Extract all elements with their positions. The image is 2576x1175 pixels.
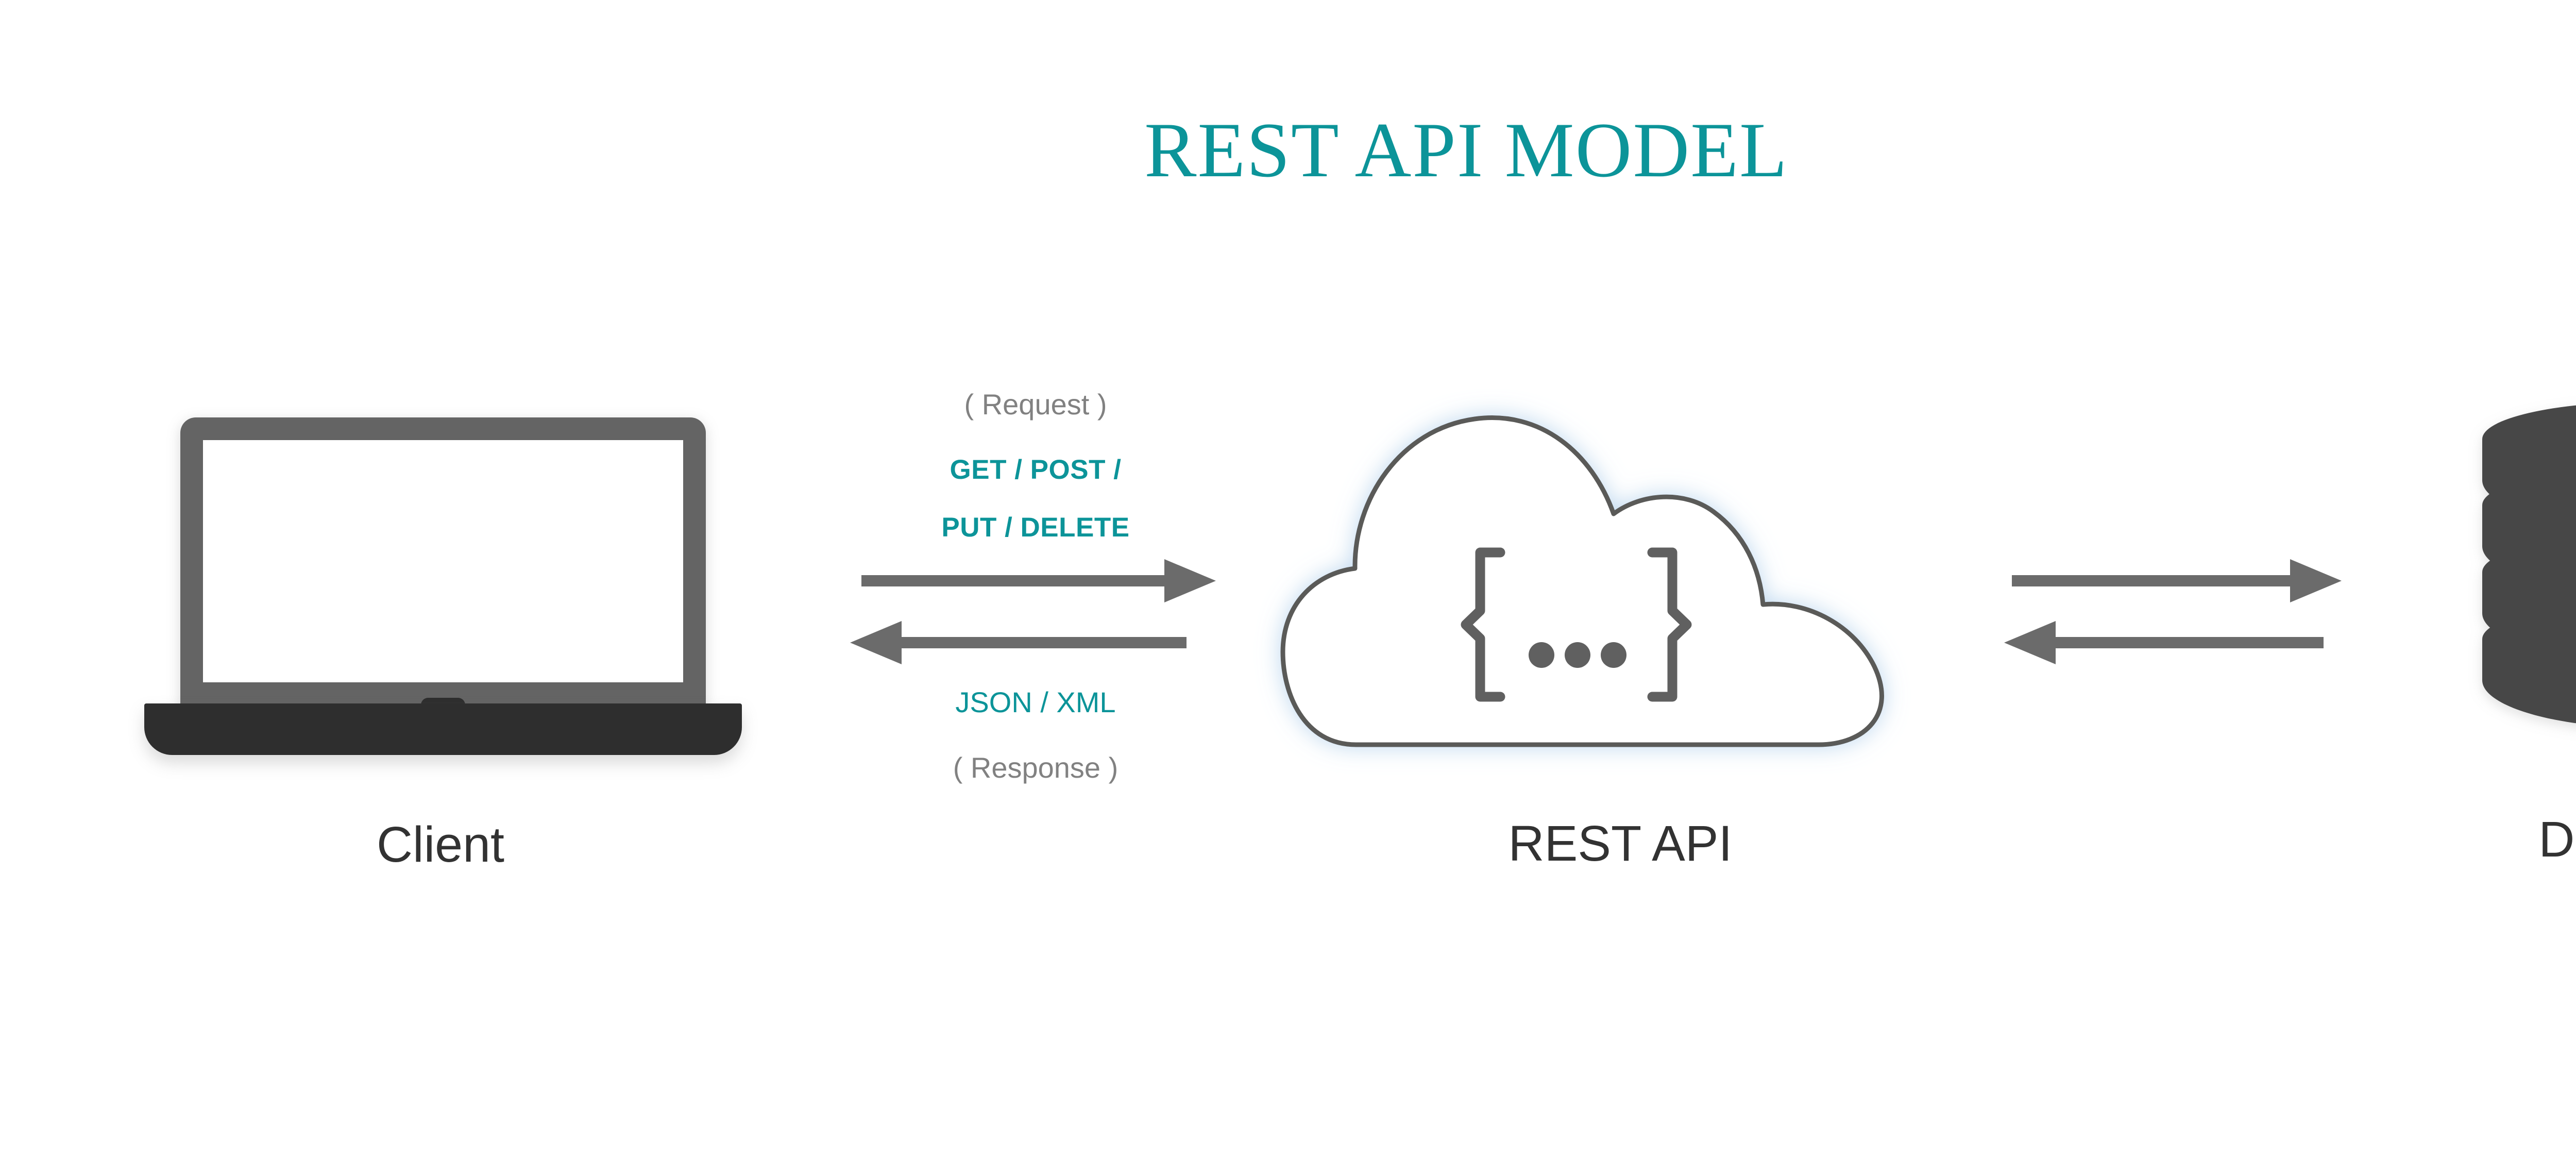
request-caption: ( Request ) <box>964 388 1107 421</box>
laptop-base <box>144 703 742 755</box>
http-methods-line-2: PUT / DELETE <box>941 512 1130 543</box>
database-cylinder-icon <box>2473 392 2576 752</box>
node-label-rest-api: REST API <box>1508 815 1733 871</box>
node-label-database: Database <box>2538 811 2576 867</box>
arrow-left-icon <box>2004 621 2324 664</box>
api-database-arrow-group <box>1994 557 2365 675</box>
payload-format-label: JSON / XML <box>955 686 1116 718</box>
arrow-right-icon <box>861 559 1216 602</box>
ellipsis-dots <box>1529 642 1626 668</box>
arrow-right-icon <box>2012 559 2342 602</box>
curly-braces-glyph <box>1461 547 1692 702</box>
database-discs <box>2482 405 2576 724</box>
page-title: REST API MODEL <box>1144 107 1788 193</box>
laptop-icon <box>144 417 742 755</box>
node-label-client: Client <box>377 816 504 872</box>
cloud-shape <box>1280 415 1884 747</box>
response-caption: ( Response ) <box>953 751 1118 784</box>
laptop-lid <box>180 417 706 721</box>
http-methods-line-1: GET / POST / <box>950 455 1122 485</box>
laptop-screen <box>203 440 683 682</box>
arrow-left-icon <box>850 621 1187 664</box>
cloud-icon <box>1273 384 1953 765</box>
client-api-arrow-group <box>845 557 1226 675</box>
rest-api-model-diagram: REST API MODEL Client ( Request ) GET / … <box>144 107 2576 872</box>
